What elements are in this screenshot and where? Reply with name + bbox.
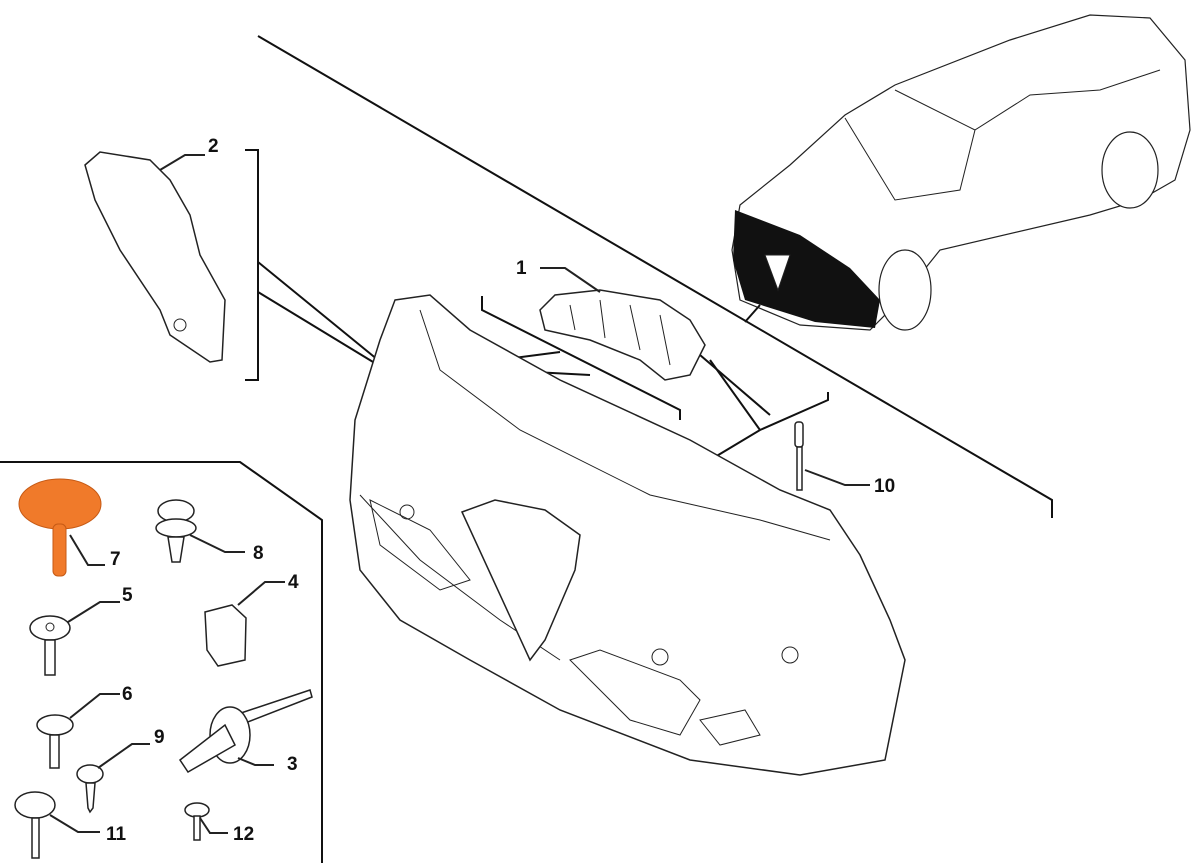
callout-9: 9 [154, 727, 165, 748]
part-1-bracket[interactable] [539, 289, 706, 381]
car-thumbnail [731, 14, 1191, 331]
part-11-screw[interactable] [14, 791, 56, 859]
part-2-bracket[interactable] [84, 151, 226, 363]
part-9-screw[interactable] [76, 764, 104, 814]
callout-6: 6 [122, 684, 133, 705]
leader-lines [49, 154, 870, 834]
part-3-rivet[interactable] [178, 689, 313, 773]
bracket-1 [481, 296, 681, 420]
bracket-2 [245, 149, 259, 381]
assembly-guide-line [257, 35, 1053, 518]
part-5-screw[interactable] [29, 615, 71, 676]
part-8-clip[interactable] [155, 499, 197, 563]
part-12-screw[interactable] [184, 802, 210, 841]
callout-1: 1 [516, 258, 527, 279]
callout-2: 2 [208, 136, 219, 157]
thumbnail-leader [744, 304, 761, 323]
fastener-panel-border [0, 461, 323, 863]
callout-8: 8 [253, 543, 264, 564]
part-10-pin[interactable] [794, 421, 804, 491]
callout-10: 10 [874, 476, 895, 497]
callout-3: 3 [287, 754, 298, 775]
front-bumper[interactable] [349, 294, 906, 776]
part-4-clip-nut[interactable] [204, 604, 247, 667]
callout-12: 12 [233, 824, 254, 845]
part-6-screw[interactable] [36, 714, 74, 769]
callout-5: 5 [122, 585, 133, 606]
callout-4: 4 [288, 572, 299, 593]
callout-7: 7 [110, 549, 121, 570]
part-7-highlighted-fastener[interactable] [18, 478, 102, 577]
callout-11: 11 [106, 824, 127, 845]
